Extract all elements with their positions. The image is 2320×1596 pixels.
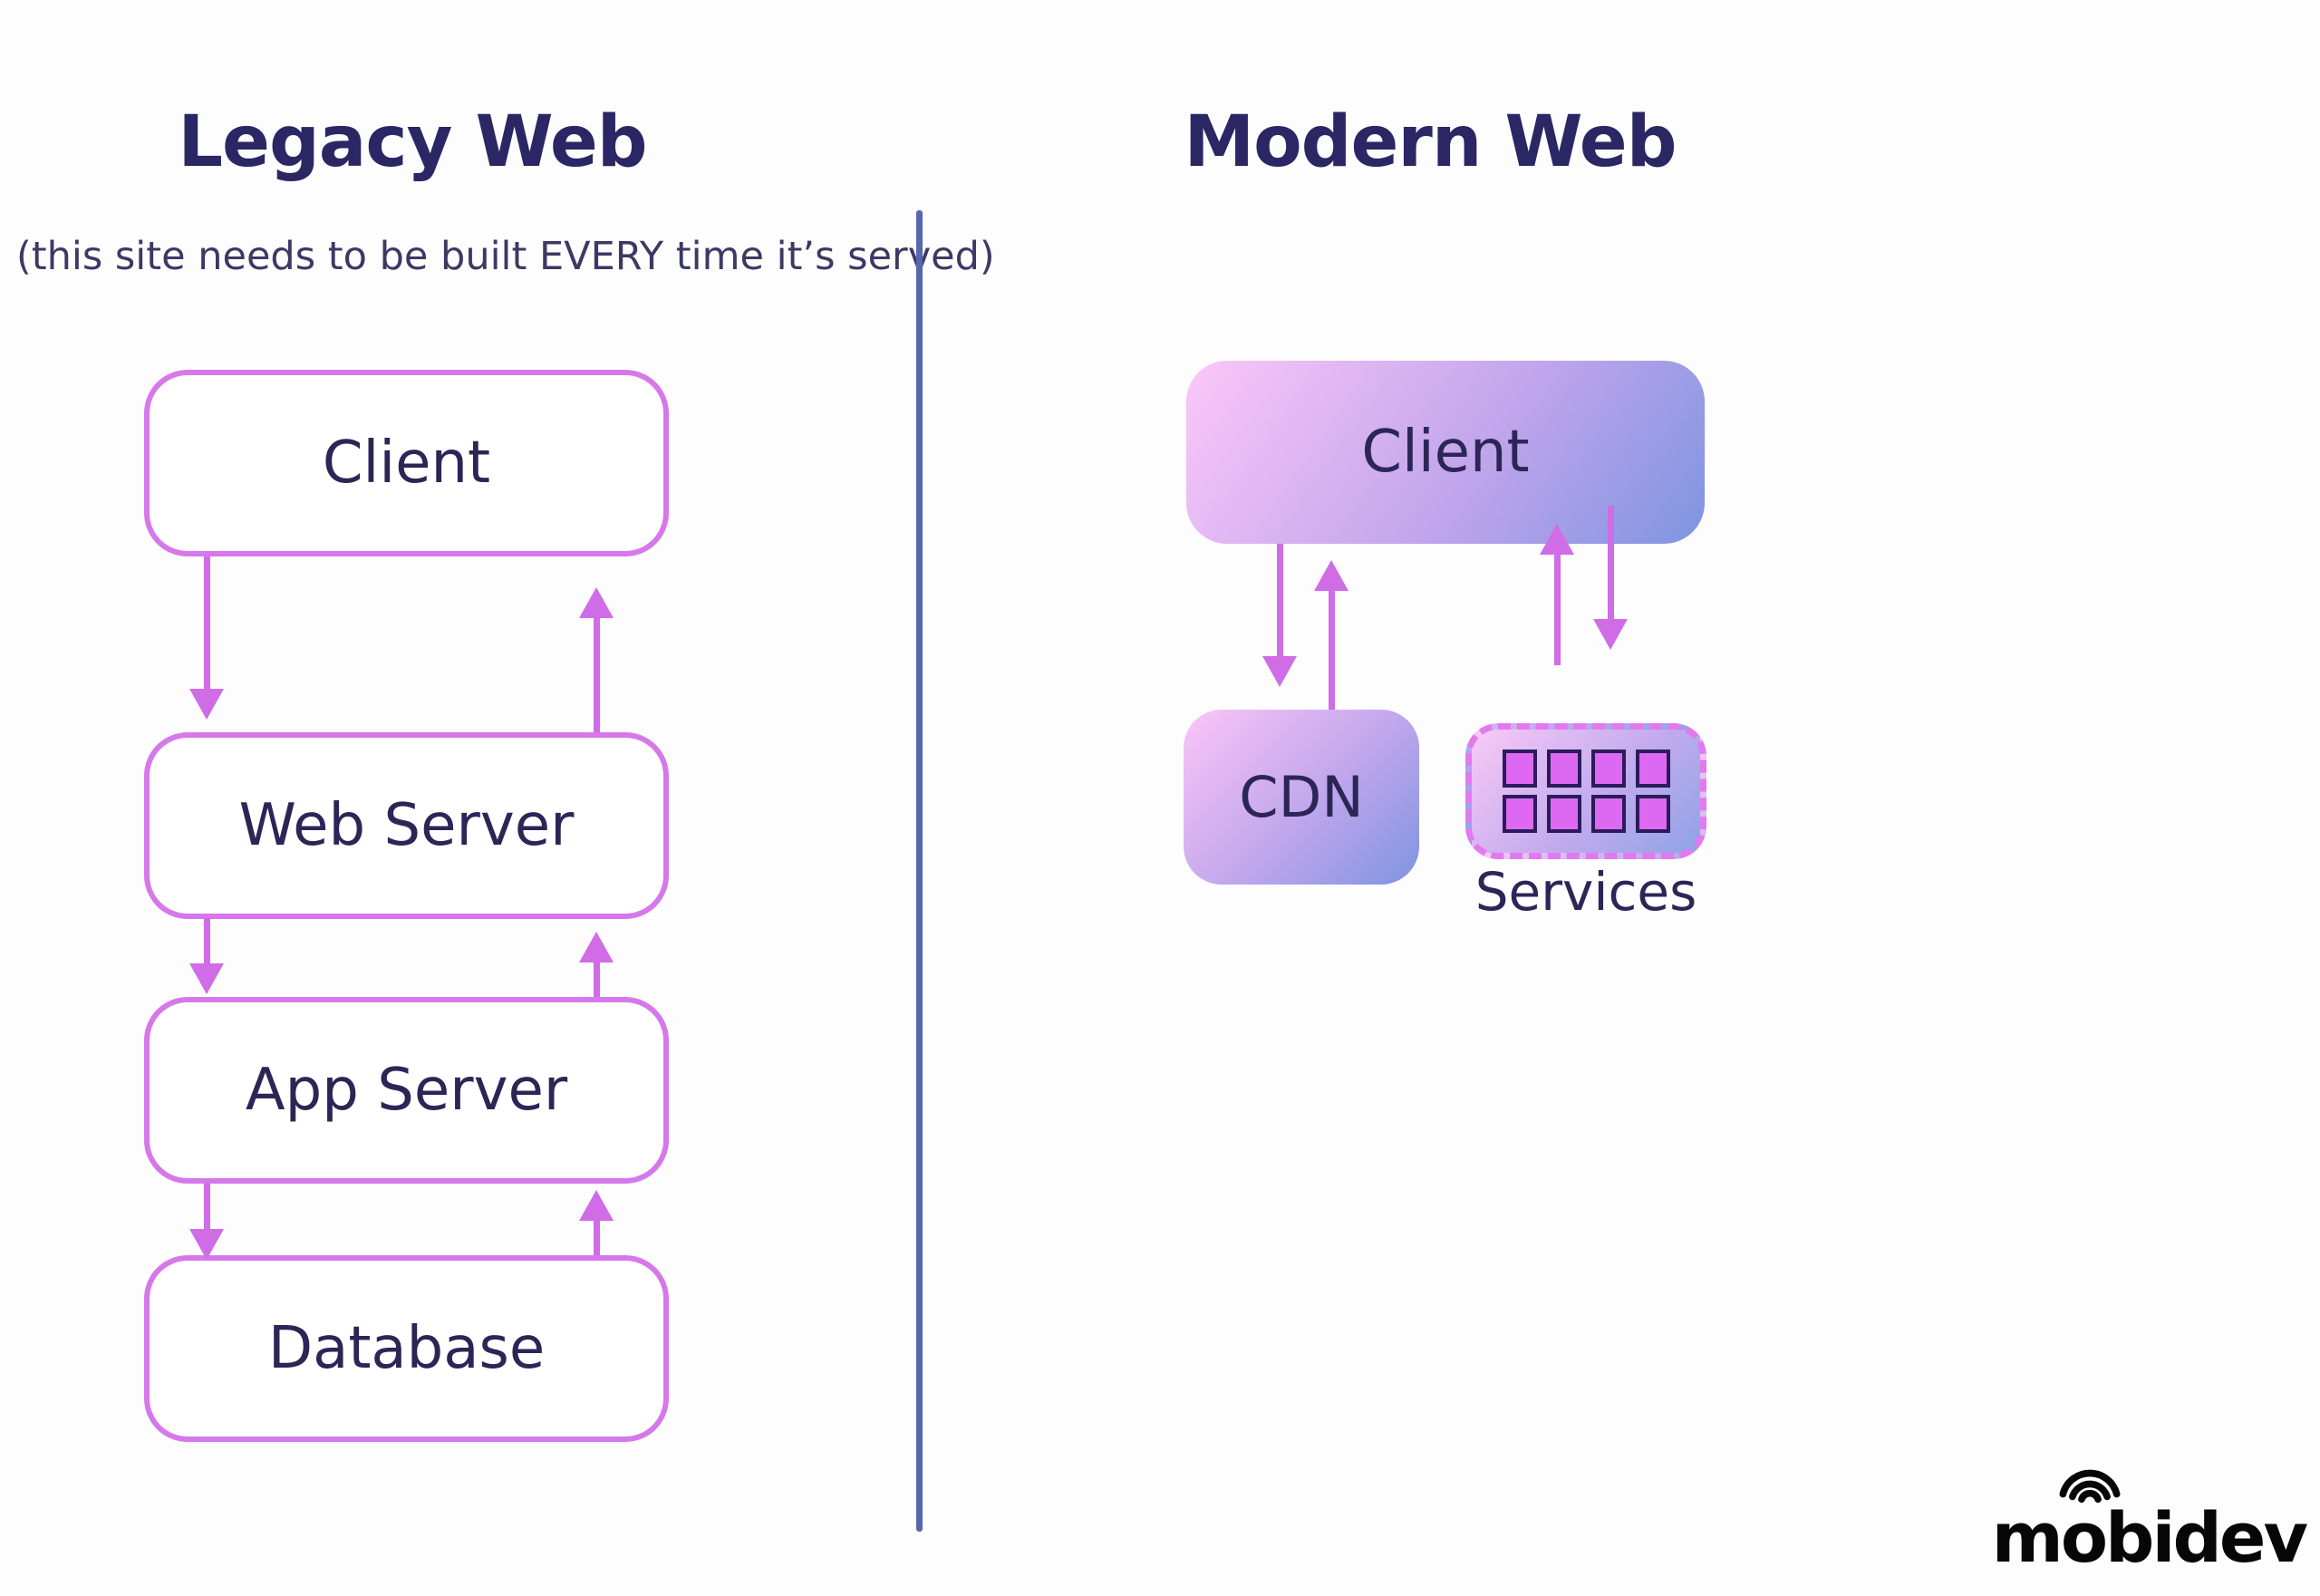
legacy-web-server-node: Web Server [144, 732, 669, 919]
arrow-client-to-cdn-icon [1262, 544, 1297, 687]
legacy-app-server-node: App Server [144, 997, 669, 1184]
legacy-subtitle: (this site needs to be built EVERY time … [16, 234, 995, 279]
legacy-web-server-label: Web Server [238, 792, 575, 859]
column-divider [916, 210, 923, 1532]
service-square-icon [1635, 795, 1670, 833]
legacy-database-node: Database [144, 1255, 669, 1442]
arrow-client-to-services-icon [1593, 506, 1628, 650]
modern-web-title: Modern Web [1184, 102, 1677, 183]
arrow-cdn-to-client-icon [1314, 560, 1348, 710]
modern-client-label: Client [1361, 419, 1530, 486]
service-square-icon [1590, 795, 1626, 833]
legacy-database-label: Database [267, 1315, 546, 1382]
service-square-icon [1546, 795, 1581, 833]
service-square-icon [1635, 750, 1670, 788]
arrow-appserver-to-database-icon [189, 1184, 224, 1260]
services-grid-icon [1502, 750, 1670, 833]
modern-client-node: Client [1186, 361, 1705, 544]
arrow-webserver-to-client-icon [579, 587, 614, 732]
arrow-client-to-webserver-icon [189, 556, 224, 720]
modern-services-node [1465, 723, 1706, 859]
service-square-icon [1502, 750, 1537, 788]
modern-cdn-node: CDN [1184, 710, 1419, 885]
service-square-icon [1590, 750, 1626, 788]
legacy-web-title: Legacy Web [178, 102, 647, 183]
modern-services-label: Services [1474, 861, 1697, 923]
arrow-webserver-to-appserver-icon [189, 918, 224, 994]
mobidev-logo: mobidev [1943, 1465, 2308, 1582]
modern-cdn-label: CDN [1239, 764, 1364, 830]
arrow-services-to-client-icon [1540, 524, 1574, 665]
mobidev-wordmark: mobidev [1991, 1497, 2308, 1578]
legacy-app-server-label: App Server [245, 1057, 568, 1124]
service-square-icon [1546, 750, 1581, 788]
legacy-client-node: Client [144, 370, 669, 556]
legacy-client-label: Client [322, 430, 491, 497]
arrow-appserver-to-webserver-icon [579, 932, 614, 997]
wifi-arcs-icon [2059, 1469, 2121, 1504]
service-square-icon [1502, 795, 1537, 833]
arrow-database-to-appserver-icon [579, 1190, 614, 1255]
